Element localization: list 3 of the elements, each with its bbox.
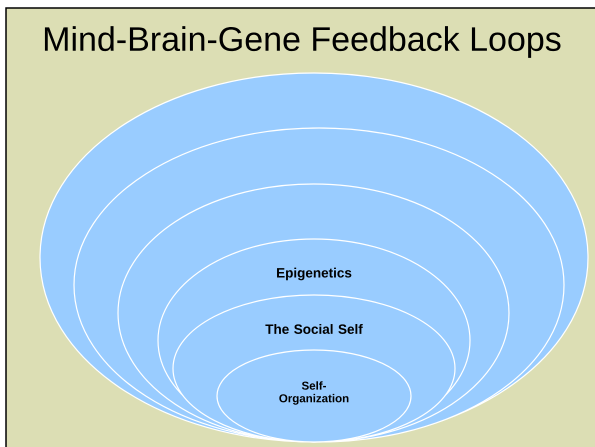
title: Mind-Brain-Gene Feedback Loops — [44, 26, 561, 58]
node-label: Self-Organization — [279, 381, 348, 405]
node-label: The Social Self — [265, 324, 363, 334]
